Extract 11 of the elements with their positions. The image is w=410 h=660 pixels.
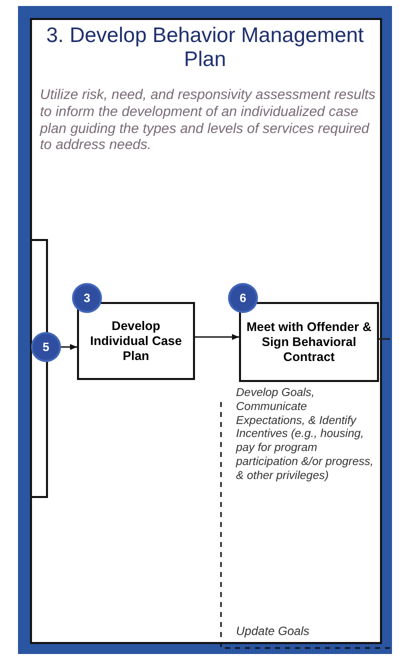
step-number-badge: 6 [230, 285, 256, 311]
note: Update Goals [236, 624, 310, 638]
title: 3. Develop Behavior Management Plan [45, 24, 365, 72]
arrow [59, 344, 77, 350]
process-box: Develop Individual Case Plan [77, 302, 195, 380]
annotation: Develop Goals, Communicate Expectations, & Identify Incentives (e.g., housing, pay for program participation &/or progress, & other privileges) [236, 387, 374, 484]
description: Utilize risk, need, and responsivity assessment results to inform the development of an individualized case plan guiding the types and levels of services required to address needs. [40, 86, 376, 154]
arrow [195, 334, 239, 340]
step-number-badge: 5 [33, 334, 59, 360]
step-number-badge: 3 [74, 285, 100, 311]
process-box: Meet with Offender & Sign Behavioral Contract [239, 302, 379, 382]
